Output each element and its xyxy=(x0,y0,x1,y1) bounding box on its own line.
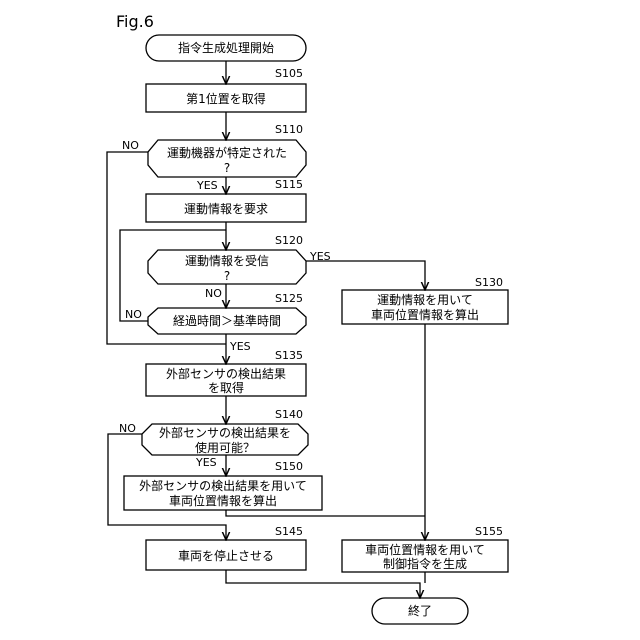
s125-label: 経過時間＞基準時間 xyxy=(173,313,281,328)
s120-label-line2: ? xyxy=(224,269,230,283)
decision-s140: S140 外部センサの検出結果を 使用可能？ xyxy=(142,408,308,455)
s130-label-line2: 車両位置情報を算出 xyxy=(371,307,479,322)
s155-label-line1: 車両位置情報を用いて xyxy=(365,542,485,557)
s140-yes-label: YES xyxy=(195,456,217,469)
decision-s110: S110 運動機器が特定された ? xyxy=(148,123,306,177)
start-node: 指令生成処理開始 xyxy=(146,35,306,61)
decision-s125: S125 経過時間＞基準時間 xyxy=(148,292,306,334)
step-id-s155: S155 xyxy=(475,525,503,538)
s110-no-label: NO xyxy=(122,139,139,152)
s135-label-line2: を取得 xyxy=(208,380,244,395)
s120-no-label: NO xyxy=(205,287,222,300)
step-id-s110: S110 xyxy=(275,123,303,136)
step-id-s150: S150 xyxy=(275,460,303,473)
s125-yes-label: YES xyxy=(229,340,251,353)
s150-label-line2: 車両位置情報を算出 xyxy=(169,493,277,508)
s110-label-line2: ? xyxy=(224,161,230,175)
step-id-s125: S125 xyxy=(275,292,303,305)
s120-yes-label: YES xyxy=(309,250,331,263)
step-id-s135: S135 xyxy=(275,349,303,362)
step-id-s105: S105 xyxy=(275,67,303,80)
end-node: 終了 xyxy=(372,598,468,624)
decision-s120: S120 運動情報を受信 ? xyxy=(148,234,306,284)
end-label: 終了 xyxy=(408,603,432,618)
s150-label-line1: 外部センサの検出結果を用いて xyxy=(139,478,307,493)
s145-label: 車両を停止させる xyxy=(178,548,274,563)
s125-no-label: NO xyxy=(125,308,142,321)
s115-label: 運動情報を要求 xyxy=(184,202,268,216)
step-s150: S150 外部センサの検出結果を用いて 車両位置情報を算出 xyxy=(124,460,322,510)
s155-label-line2: 制御指令を生成 xyxy=(383,556,467,571)
s130-label-line1: 運動情報を用いて xyxy=(377,293,473,307)
s120-label-line1: 運動情報を受信 xyxy=(185,254,269,268)
arrow-s150-to-s155 xyxy=(226,510,425,516)
step-id-s140: S140 xyxy=(275,408,303,421)
s140-no-label: NO xyxy=(119,422,136,435)
step-id-s130: S130 xyxy=(475,276,503,289)
arrow-s120-yes-to-s130 xyxy=(306,261,425,290)
s140-label-line2: 使用可能？ xyxy=(195,440,255,455)
step-id-s115: S115 xyxy=(275,178,303,191)
figure-label: Fig.6 xyxy=(116,12,154,31)
s105-label: 第1位置を取得 xyxy=(186,91,266,106)
step-id-s120: S120 xyxy=(275,234,303,247)
s140-label-line1: 外部センサの検出結果を xyxy=(159,425,291,440)
s110-yes-label: YES xyxy=(196,179,218,192)
s110-label-line1: 運動機器が特定された xyxy=(167,145,287,160)
s135-label-line1: 外部センサの検出結果 xyxy=(166,366,286,381)
arrow-s145-to-end xyxy=(226,570,420,598)
step-id-s145: S145 xyxy=(275,525,303,538)
start-label: 指令生成処理開始 xyxy=(178,40,274,55)
